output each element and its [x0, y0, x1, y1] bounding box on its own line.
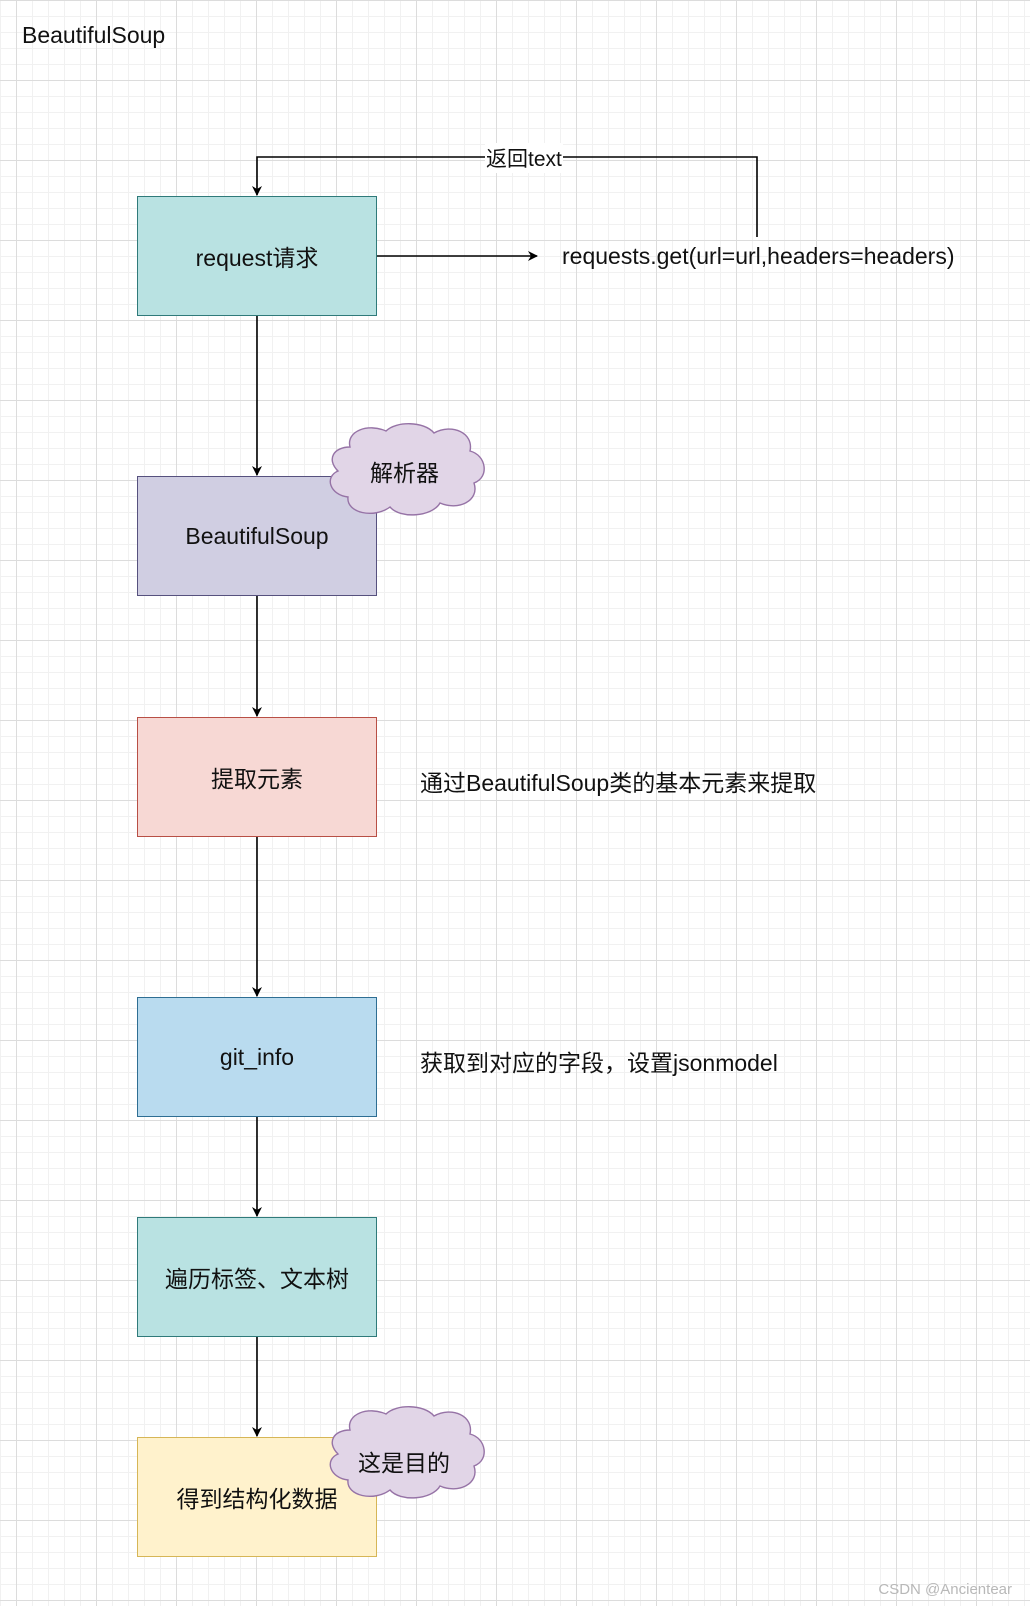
node-request[interactable]: request请求	[137, 196, 377, 316]
node-extract[interactable]: 提取元素	[137, 717, 377, 837]
node-beautifulsoup[interactable]: BeautifulSoup	[137, 476, 377, 596]
git-info-note-label: 获取到对应的字段，设置jsonmodel	[420, 1050, 778, 1076]
cloud-goal-label: 这是目的	[358, 1450, 450, 1476]
node-result-label: 得到结构化数据	[176, 1486, 338, 1512]
cloud-parser-label: 解析器	[370, 460, 439, 486]
cloud-parser-shape	[329, 423, 485, 516]
extract-note-label: 通过BeautifulSoup类的基本元素来提取	[420, 770, 817, 796]
return-text-label: 返回text	[485, 143, 563, 173]
node-git-info[interactable]: git_info	[137, 997, 377, 1117]
node-request-label: request请求	[195, 245, 319, 271]
node-extract-label: 提取元素	[211, 766, 303, 792]
node-traverse[interactable]: 遍历标签、文本树	[137, 1217, 377, 1337]
node-result[interactable]: 得到结构化数据	[137, 1437, 377, 1557]
node-traverse-label: 遍历标签、文本树	[165, 1266, 349, 1292]
requests-get-label: requests.get(url=url,headers=headers)	[562, 243, 955, 269]
watermark: CSDN @Ancientear	[878, 1581, 1012, 1598]
node-beautifulsoup-label: BeautifulSoup	[185, 522, 329, 549]
cloud-goal-shape	[329, 1406, 485, 1499]
diagram-title: BeautifulSoup	[22, 22, 166, 48]
node-git-info-label: git_info	[219, 1043, 295, 1070]
